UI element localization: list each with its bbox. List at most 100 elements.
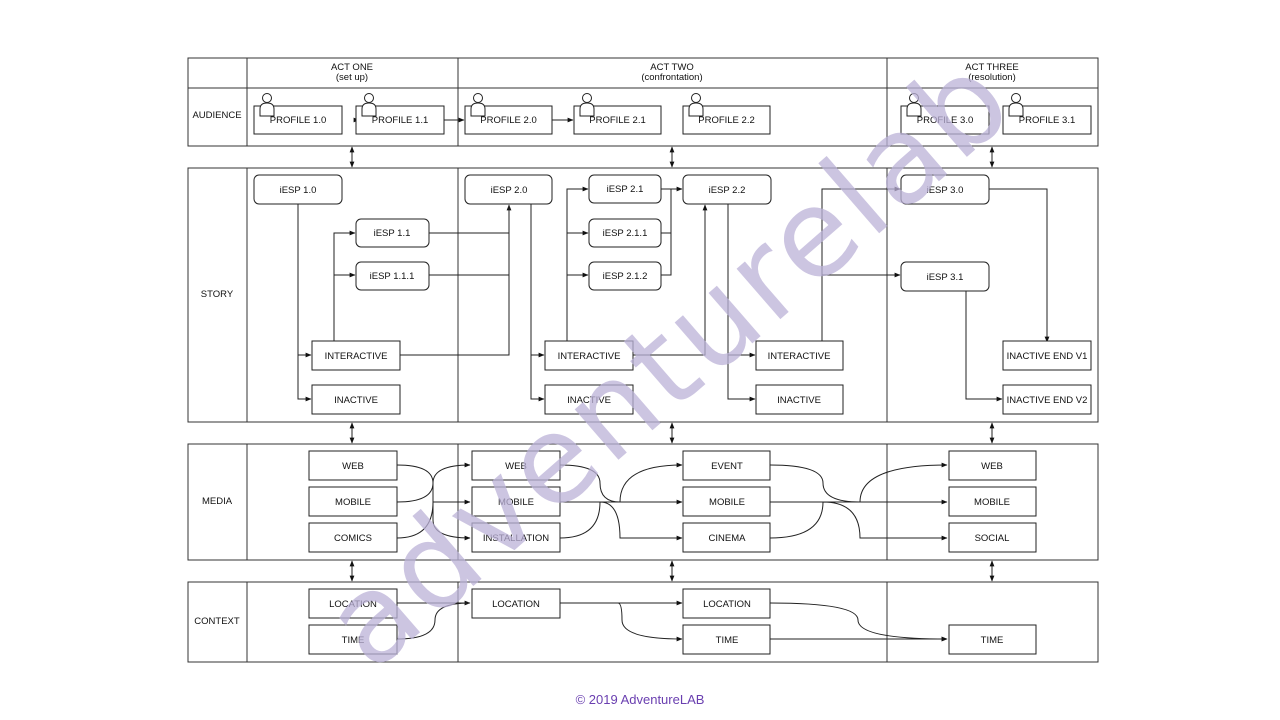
media-node <box>682 450 771 481</box>
interactive-node-label: INTERACTIVE <box>325 351 388 362</box>
media-node-label: WEB <box>505 461 527 472</box>
iesp-node-label: iESP 3.0 <box>927 185 964 196</box>
profile-label: PROFILE 3.0 <box>917 115 974 126</box>
context-node-label: LOCATION <box>703 599 751 610</box>
iesp-node-label: iESP 2.2 <box>709 185 746 196</box>
inactive-node-label: INACTIVE <box>567 395 611 406</box>
act-two-subtitle: (confrontation) <box>641 72 702 83</box>
profile-label: PROFILE 3.1 <box>1019 115 1076 126</box>
profile-node: PROFILE 3.0 <box>900 93 990 135</box>
context-node <box>682 624 771 655</box>
iesp-node-label: iESP 1.1.1 <box>370 271 415 282</box>
media-node-label: WEB <box>342 461 364 472</box>
iesp-node <box>588 174 662 204</box>
profile-node: PROFILE 1.1 <box>355 93 445 135</box>
story-nodes: iESP 1.0 iESP 1.1 iESP 1.1.1 iESP 2.0 iE… <box>253 174 1092 415</box>
context-node-label: LOCATION <box>329 599 377 610</box>
media-nodes: WEB MOBILE COMICS WEB MOBILE INSTALLATIO… <box>308 450 1037 553</box>
media-node-label: INSTALLATION <box>483 533 549 544</box>
media-node <box>948 486 1037 517</box>
context-node-label: TIME <box>716 635 739 646</box>
context-node-label: TIME <box>342 635 365 646</box>
iesp-node-label: iESP 2.1.2 <box>603 271 648 282</box>
context-node <box>308 588 398 619</box>
iesp-node <box>588 218 662 248</box>
iesp-node-label: iESP 1.1 <box>374 228 411 239</box>
media-node-label: COMICS <box>334 533 372 544</box>
media-node-label: MOBILE <box>974 497 1010 508</box>
person-icon <box>361 93 377 117</box>
iesp-node <box>682 174 772 205</box>
media-node <box>471 450 561 481</box>
interactive-node <box>311 340 401 371</box>
iesp-node <box>355 218 430 248</box>
profile-node: PROFILE 2.0 <box>464 93 553 135</box>
inactive-end-v2-label: INACTIVE END V2 <box>1007 395 1088 406</box>
inactive-end-v2-node <box>1002 384 1092 415</box>
inactive-node <box>544 384 634 415</box>
person-icon <box>688 93 704 117</box>
inactive-node <box>311 384 401 415</box>
iesp-node <box>900 261 990 292</box>
person-icon <box>470 93 486 117</box>
row-label-context: CONTEXT <box>194 616 240 627</box>
act-three-subtitle: (resolution) <box>968 72 1016 83</box>
context-node-label: TIME <box>981 635 1004 646</box>
row-label-story: STORY <box>201 289 234 300</box>
story-edges <box>297 186 1050 402</box>
profile-node: PROFILE 2.2 <box>682 93 771 135</box>
context-node <box>471 588 561 619</box>
act-one-title: ACT ONE <box>331 62 373 73</box>
copyright-footer: © 2019 AdventureLAB <box>575 692 705 707</box>
context-node <box>308 624 398 655</box>
interactive-node <box>544 340 634 371</box>
profile-node: PROFILE 1.0 <box>253 93 343 135</box>
media-node-label: WEB <box>981 461 1003 472</box>
context-node-label: LOCATION <box>492 599 540 610</box>
iesp-node-label: iESP 3.1 <box>927 272 964 283</box>
interactive-node <box>755 340 844 371</box>
media-node <box>308 522 398 553</box>
inactive-node-label: INACTIVE <box>334 395 378 406</box>
person-icon <box>579 93 595 117</box>
iesp-node <box>900 174 990 205</box>
profile-box <box>573 105 662 135</box>
media-node <box>682 486 771 517</box>
person-icon <box>906 93 922 117</box>
profile-label: PROFILE 1.0 <box>270 115 327 126</box>
media-node <box>308 450 398 481</box>
person-icon <box>259 93 275 117</box>
person-icon <box>1008 93 1024 117</box>
iesp-node <box>253 174 343 205</box>
media-node-label: SOCIAL <box>975 533 1010 544</box>
inactive-end-v1-node <box>1002 340 1092 371</box>
media-node <box>308 486 398 517</box>
profile-box <box>464 105 553 135</box>
iesp-node-label: iESP 2.0 <box>491 185 528 196</box>
row-label-audience: AUDIENCE <box>192 110 241 121</box>
act-three-title: ACT THREE <box>965 62 1019 73</box>
media-node-label: CINEMA <box>709 533 747 544</box>
context-nodes: LOCATION TIME LOCATION LOCATION TIME TIM… <box>308 588 1037 655</box>
inactive-node-label: INACTIVE <box>777 395 821 406</box>
iesp-node <box>464 174 553 205</box>
row-label-media: MEDIA <box>202 496 233 507</box>
media-node <box>682 522 771 553</box>
context-node <box>948 624 1037 655</box>
media-edges <box>396 462 948 541</box>
profile-label: PROFILE 2.2 <box>698 115 755 126</box>
iesp-node <box>588 261 662 291</box>
media-node <box>948 522 1037 553</box>
act-one-subtitle: (set up) <box>336 72 368 83</box>
media-node-label: MOBILE <box>498 497 534 508</box>
media-node <box>471 522 561 553</box>
media-node-label: MOBILE <box>709 497 745 508</box>
layer-link-arrows <box>349 146 995 582</box>
inactive-node <box>755 384 844 415</box>
interactive-node-label: INTERACTIVE <box>558 351 621 362</box>
interactive-node-label: INTERACTIVE <box>768 351 831 362</box>
profile-label: PROFILE 1.1 <box>372 115 429 126</box>
context-edges <box>396 600 948 642</box>
profile-label: PROFILE 2.1 <box>589 115 646 126</box>
